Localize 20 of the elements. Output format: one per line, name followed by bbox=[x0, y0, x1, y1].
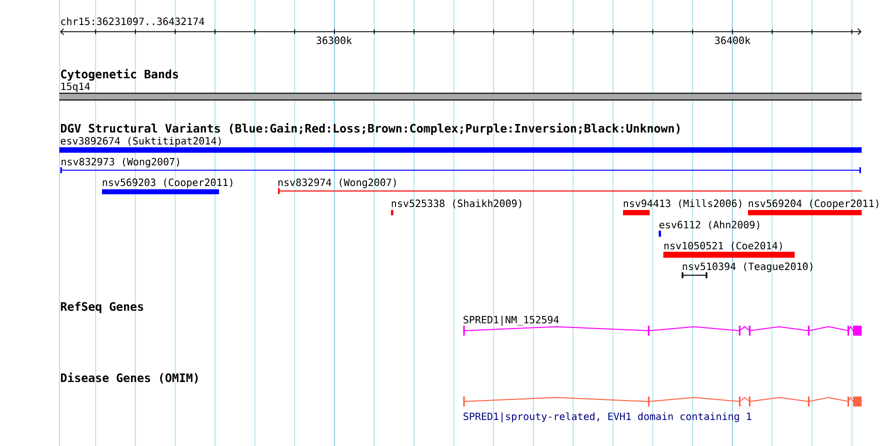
variant-label: nsv94413 (Mills2006) bbox=[624, 199, 742, 208]
track-title: DGV Structural Variants (Blue:Gain;Red:Loss;Brown:Complex;Purple:Inversion;Black:Unknown) bbox=[61, 123, 680, 135]
band-label: 15q14 bbox=[61, 82, 90, 92]
gene-label: SPRED1|NM_152594 bbox=[464, 316, 559, 326]
variant-label: esv6112 (Ahn2009) bbox=[660, 220, 760, 230]
variant-label: nsv510394 (Teague2010) bbox=[682, 262, 812, 272]
gene-label: SPRED1|sprouty-related, EVH1 domain containing 1 bbox=[464, 412, 752, 422]
variant-label: esv3892674 (Suktitipat2014) bbox=[60, 136, 221, 147]
variant-label: nsv525338 (Shaikh2009) bbox=[392, 199, 522, 208]
location-label: chr15:36231097..36432174 bbox=[61, 17, 204, 26]
variant-label: nsv832973 (Wong2007) bbox=[62, 158, 180, 168]
tick-label: 36400k bbox=[715, 36, 750, 44]
track-title: RefSeq Genes bbox=[60, 302, 144, 314]
track-title: Disease Genes (OMIM) bbox=[61, 372, 198, 384]
track-title: Cytogenetic Bands bbox=[61, 68, 178, 81]
variant-label: nsv569203 (Cooper2011) bbox=[102, 178, 232, 188]
variant-label: nsv569204 (Cooper2011) bbox=[748, 199, 878, 210]
variant-label: nsv1050521 (Coe2014) bbox=[664, 242, 782, 251]
variant-label: nsv832974 (Wong2007) bbox=[278, 178, 396, 188]
tick-label: 36300k bbox=[316, 36, 352, 44]
